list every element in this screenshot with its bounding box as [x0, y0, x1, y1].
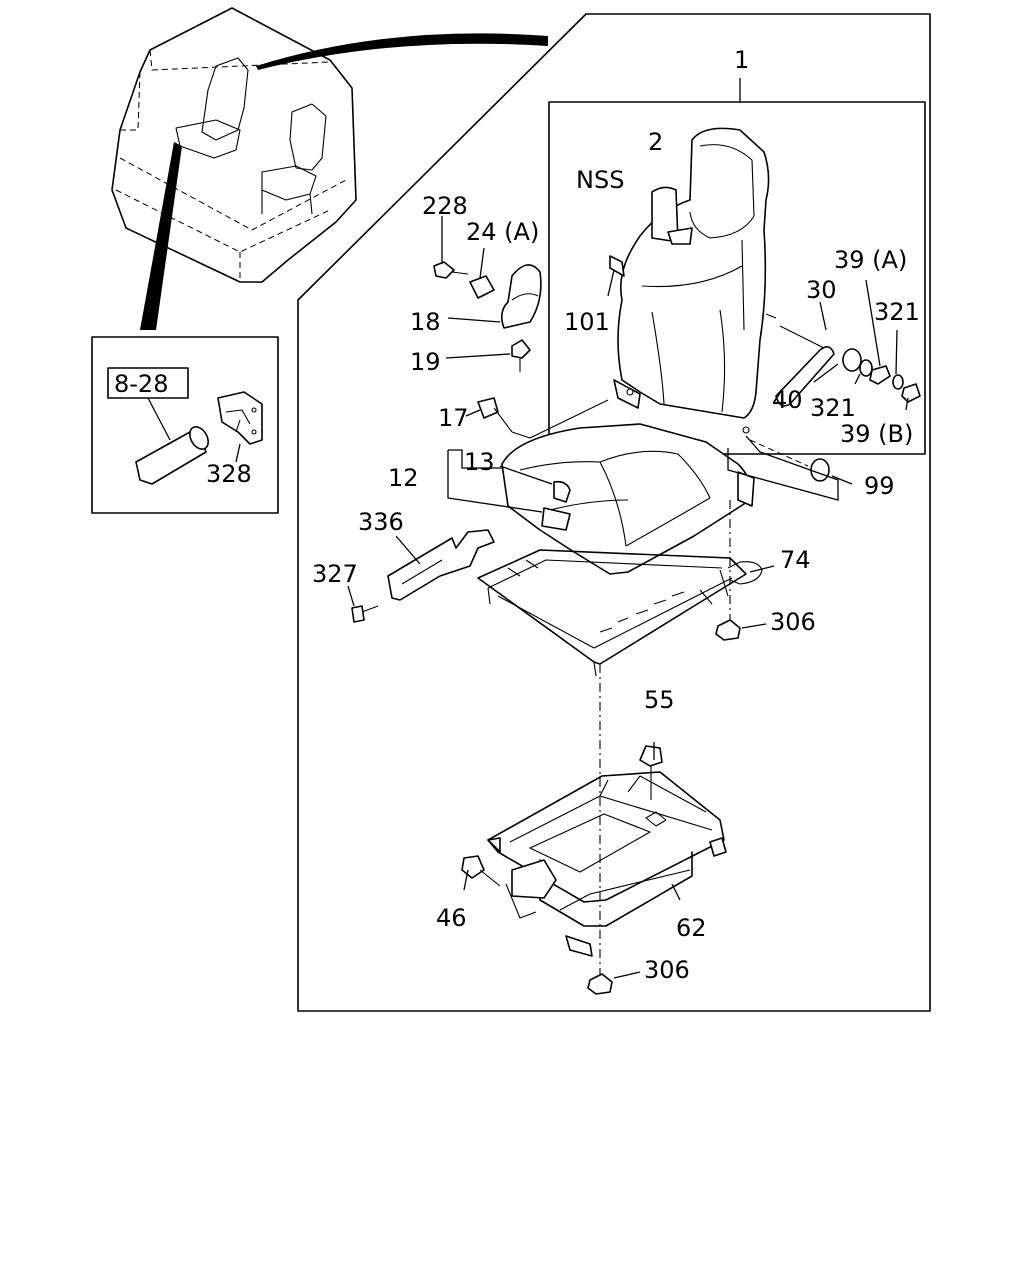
cab-overview	[111, 7, 357, 283]
callout-13: 13	[464, 448, 495, 476]
callout-30: 30	[806, 276, 837, 304]
callout-46: 46	[436, 904, 467, 932]
callout-labels: 1 2 NSS 228 24 (A) 18 19 101 17 39 (A) 3…	[114, 46, 920, 984]
callout-ref-8-28: 8-28	[114, 370, 168, 398]
callout-39a: 39 (A)	[834, 246, 907, 274]
washer-99	[810, 458, 830, 482]
callout-2: 2	[648, 128, 663, 156]
main-frame	[297, 13, 931, 1012]
seat-back-subframe	[548, 101, 926, 455]
armrest-hardware	[765, 279, 921, 411]
callout-74: 74	[780, 546, 811, 574]
callout-18: 18	[410, 308, 441, 336]
box-connector	[140, 142, 182, 330]
callout-nss: NSS	[576, 166, 624, 194]
callout-228: 228	[422, 192, 468, 220]
callout-321b: 321	[810, 394, 856, 422]
callout-306a: 306	[770, 608, 816, 636]
callout-306b: 306	[644, 956, 690, 984]
bracket-336	[347, 529, 495, 623]
callout-99: 99	[864, 472, 895, 500]
bracket-hardware	[433, 216, 609, 439]
callout-39b: 39 (B)	[840, 420, 913, 448]
zoom-connector	[256, 33, 548, 70]
callout-328: 328	[206, 460, 252, 488]
seat-slide-rails	[477, 549, 763, 677]
callout-101: 101	[564, 308, 610, 336]
callout-62: 62	[676, 914, 707, 942]
callout-17: 17	[438, 404, 469, 432]
seat-riser	[461, 745, 727, 995]
inset-box	[91, 336, 279, 514]
callout-1: 1	[734, 46, 749, 74]
callout-321a: 321	[874, 298, 920, 326]
callout-40: 40	[772, 386, 803, 414]
callout-336: 336	[358, 508, 404, 536]
callout-327: 327	[312, 560, 358, 588]
seat-cushion	[501, 423, 755, 575]
callout-55: 55	[644, 686, 675, 714]
callout-24a: 24 (A)	[466, 218, 539, 246]
seat-back	[609, 127, 770, 419]
callout-19: 19	[410, 348, 441, 376]
callout-12: 12	[388, 464, 419, 492]
